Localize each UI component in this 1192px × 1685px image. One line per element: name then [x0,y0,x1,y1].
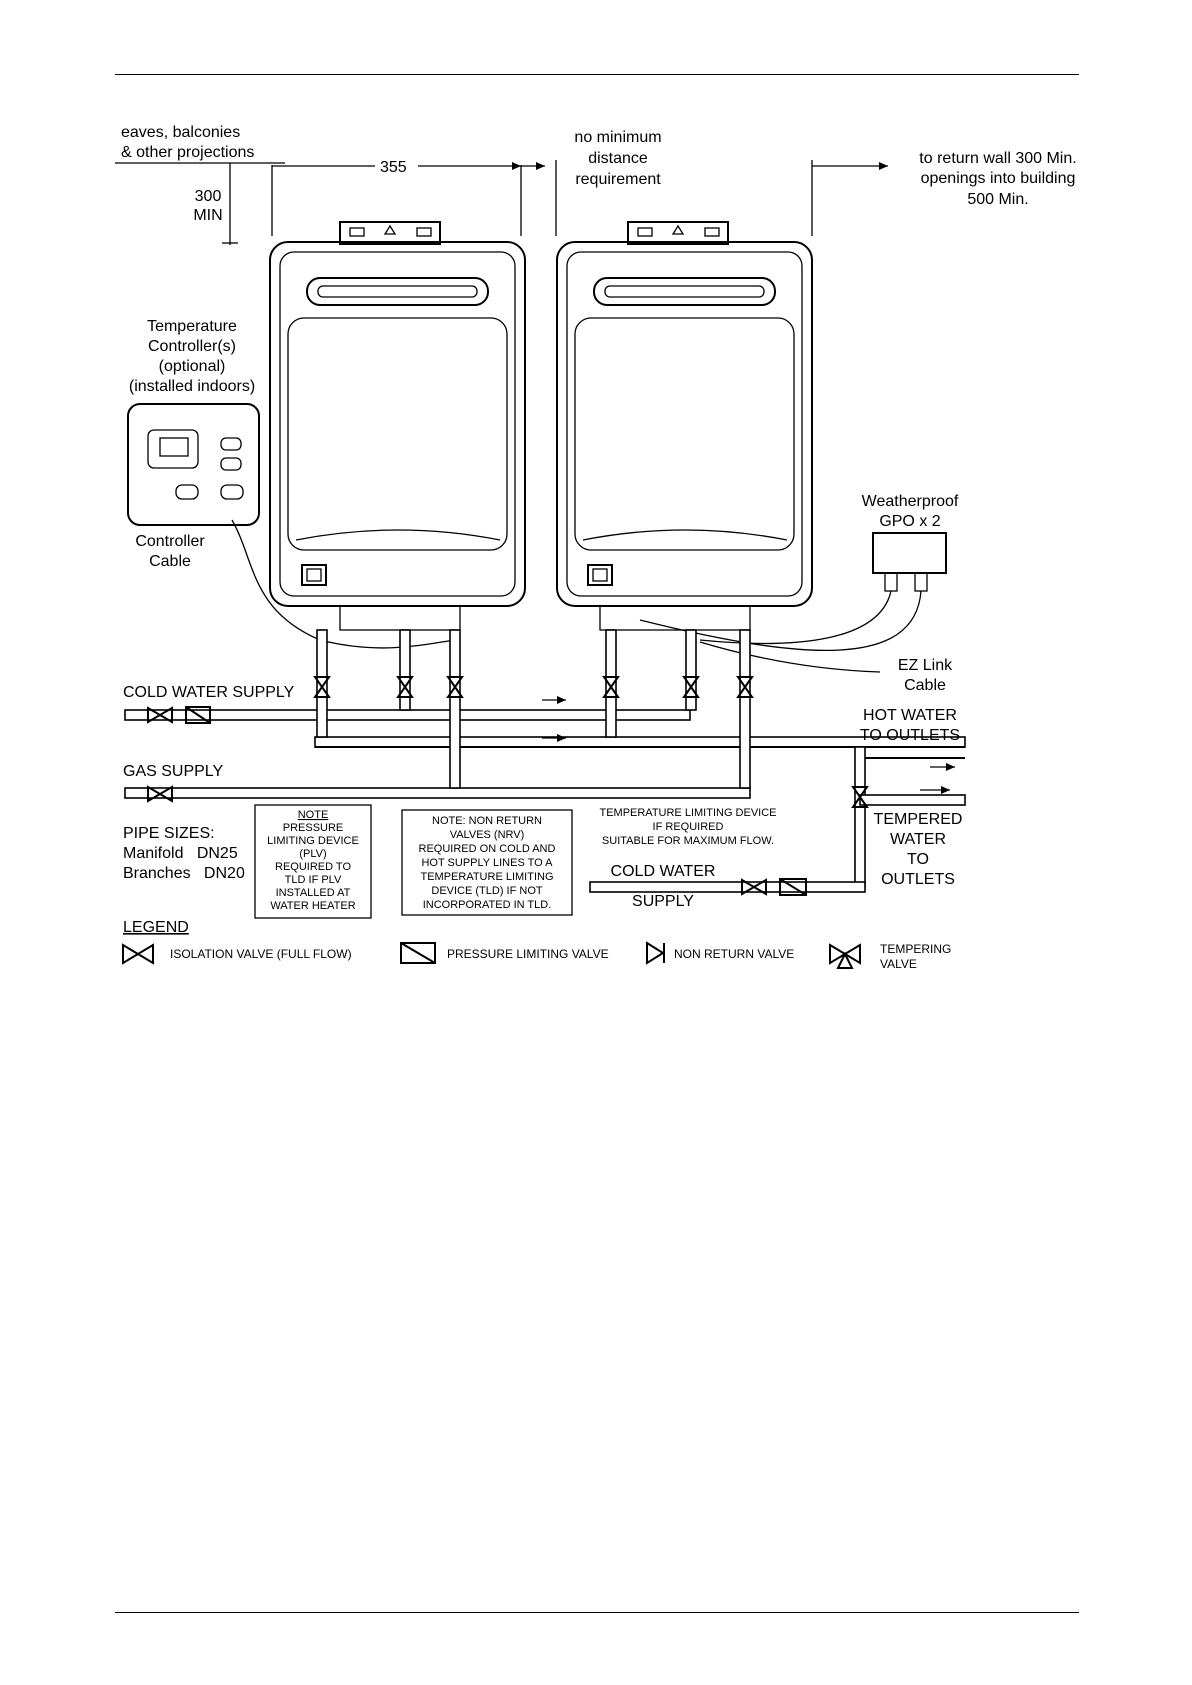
label-branches: Branches DN20 [123,865,245,882]
label-cold2-1: COLD WATER [611,863,716,880]
label-manifold: Manifold DN25 [123,845,238,862]
label-tc-1: Temperature [147,318,237,335]
label-tempered-1: TEMPERED [874,811,963,828]
label-cc-1: Controller [135,533,205,550]
note-nrv-4: TEMPERATURE LIMITING [420,871,553,883]
clearance-dimensions [115,160,888,245]
legend-iso-label: ISOLATION VALVE (FULL FLOW) [170,947,352,961]
label-hot-2: TO OUTLETS [860,727,960,744]
header-rule [115,74,1079,75]
note-nrv-2: REQUIRED ON COLD AND [419,843,556,855]
legend-tmp-label-1: TEMPERING [880,942,951,956]
label-return-3: 500 Min. [967,191,1028,208]
label-gas-supply: GAS SUPPLY [123,763,224,780]
flow-arrows [542,696,955,794]
label-tc-4: (installed indoors) [129,378,255,395]
label-min: MIN [193,207,222,224]
label-tld-2: IF REQUIRED [653,821,724,833]
label-eaves-1: eaves, balconies [121,124,240,141]
legend-plv-label: PRESSURE LIMITING VALVE [447,947,609,961]
note-plv-4: REQUIRED TO [275,861,351,873]
label-tld-3: SUITABLE FOR MAXIMUM FLOW. [602,835,774,847]
label-gpo-2: GPO x 2 [879,513,940,530]
note-plv-box [254,804,372,919]
label-tempered-4: OUTLETS [881,871,955,888]
label-tc-2: Controller(s) [148,338,236,355]
label-no-min-1: no minimum [574,129,661,146]
label-dim-355: 355 [380,159,407,176]
note-plv-1: PRESSURE [283,822,344,834]
label-300: 300 [195,188,222,205]
footer-rule [115,1612,1079,1613]
label-hot-1: HOT WATER [863,707,957,724]
label-cold-supply: COLD WATER SUPPLY [123,684,295,701]
valves [147,676,869,896]
label-ez-1: EZ Link [898,657,953,674]
note-nrv-0: NOTE: NON RETURN [432,815,542,827]
label-no-min-2: distance [588,150,648,167]
label-cc-2: Cable [149,553,191,570]
note-plv-0: NOTE [298,809,329,821]
label-ez-2: Cable [904,677,946,694]
note-plv-7: WATER HEATER [270,900,355,912]
note-nrv-box [401,809,573,916]
temperature-controller [127,403,456,649]
legend-title: LEGEND [123,919,189,936]
legend-symbols [122,941,861,969]
label-gpo-1: Weatherproof [862,493,959,510]
note-plv-3: (PLV) [299,848,326,860]
water-heater-left [269,221,526,631]
label-return-1: to return wall 300 Min. [919,150,1076,167]
pipework [124,629,966,893]
label-tld-1: TEMPERATURE LIMITING DEVICE [599,807,776,819]
label-pipe-sizes: PIPE SIZES: [123,825,215,842]
label-tc-3: (optional) [159,358,226,375]
water-heater-right [556,221,813,631]
note-nrv-6: INCORPORATED IN TLD. [423,899,552,911]
label-cold2-2: SUPPLY [632,893,694,910]
note-nrv-5: DEVICE (TLD) IF NOT [431,885,543,897]
note-plv-5: TLD IF PLV [285,874,342,886]
legend-tmp-label-2: VALVE [880,957,917,971]
label-eaves-2: & other projections [121,144,254,161]
weatherproof-gpo [639,532,947,673]
note-plv-2: LIMITING DEVICE [267,835,359,847]
note-nrv-1: VALVES (NRV) [450,829,525,841]
label-no-min-3: requirement [575,171,661,188]
legend-nrv-label: NON RETURN VALVE [674,947,794,961]
label-tempered-3: TO [907,851,929,868]
note-nrv-3: HOT SUPPLY LINES TO A [421,857,553,869]
label-tempered-2: WATER [890,831,946,848]
label-return-2: openings into building [921,170,1076,187]
note-plv-6: INSTALLED AT [276,887,351,899]
